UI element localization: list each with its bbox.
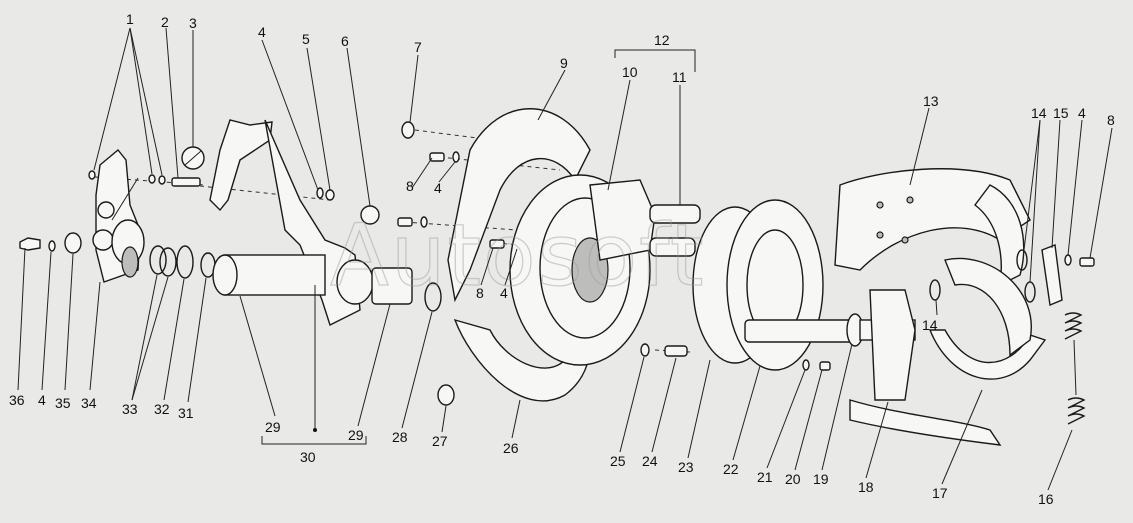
anchor-plate-10 — [509, 174, 656, 366]
label-28: 28 — [392, 429, 408, 445]
label-8: 8 — [1107, 112, 1115, 128]
label-24: 24 — [642, 453, 658, 469]
callout-labels: 1 2 3 4 5 6 7 8 4 8 4 9 10 11 12 13 14 1… — [9, 11, 1115, 507]
label-29: 29 — [265, 419, 281, 435]
label-12: 12 — [654, 32, 670, 48]
nut-4-top — [316, 187, 324, 199]
nut-5 — [325, 189, 335, 201]
label-27: 27 — [432, 433, 448, 449]
ring-32 — [176, 245, 194, 279]
bolt-8d — [1079, 257, 1095, 267]
label-11: 11 — [672, 69, 687, 85]
washer-25 — [640, 343, 650, 357]
bracket-30 — [209, 119, 361, 432]
washer-35 — [64, 232, 82, 254]
label-16: 16 — [1038, 491, 1054, 507]
nut-4d — [1064, 254, 1072, 266]
ring-14b — [1024, 281, 1036, 303]
dust-shield-26 — [453, 318, 591, 402]
label-8: 8 — [476, 285, 484, 301]
bolt-36 — [19, 237, 41, 251]
label-3: 3 — [189, 15, 197, 31]
label-36: 36 — [9, 392, 25, 408]
label-23: 23 — [678, 459, 694, 475]
label-20: 20 — [785, 471, 801, 487]
label-7: 7 — [414, 39, 422, 55]
label-4: 4 — [500, 285, 508, 301]
bolt-8c — [489, 239, 505, 249]
label-10: 10 — [622, 64, 638, 80]
label-14: 14 — [1031, 105, 1047, 121]
label-34: 34 — [81, 395, 97, 411]
fasteners-1 — [88, 170, 166, 185]
disc-22 — [726, 199, 824, 371]
leader-lines — [17, 27, 1113, 491]
label-1: 1 — [126, 11, 134, 27]
watermark: Autosoft — [330, 206, 706, 306]
label-8: 8 — [406, 178, 414, 194]
parts — [19, 108, 1095, 446]
link-15 — [1041, 244, 1063, 306]
label-22: 22 — [723, 461, 739, 477]
label-33: 33 — [122, 401, 138, 417]
label-29: 29 — [348, 427, 364, 443]
ring-28 — [424, 282, 442, 312]
spring-16 — [1064, 312, 1086, 425]
brake-shoe-17 — [928, 257, 1047, 380]
ring-33b — [159, 247, 177, 277]
label-30: 30 — [300, 449, 316, 465]
ring-14c — [929, 279, 941, 301]
bolt-8b — [397, 217, 413, 227]
label-4: 4 — [258, 24, 266, 40]
pin-11b — [649, 237, 696, 257]
bushing-29b — [371, 267, 413, 305]
label-6: 6 — [341, 33, 349, 49]
screw-20 — [819, 361, 831, 371]
ring-14a — [1016, 249, 1028, 271]
bolt-24 — [664, 345, 688, 357]
label-5: 5 — [302, 31, 310, 47]
label-25: 25 — [610, 453, 626, 469]
label-35: 35 — [55, 395, 71, 411]
brake-shoe-13 — [834, 168, 1031, 287]
label-4: 4 — [38, 392, 46, 408]
label-4: 4 — [434, 180, 442, 196]
label-13: 13 — [923, 93, 939, 109]
nut-21 — [802, 359, 810, 371]
label-32: 32 — [154, 401, 170, 417]
screw-2 — [171, 177, 201, 187]
nut-4c — [420, 216, 428, 228]
plug-27 — [437, 384, 455, 406]
label-26: 26 — [503, 440, 519, 456]
nut-4-left — [48, 240, 56, 252]
label-21: 21 — [757, 469, 773, 485]
label-2: 2 — [161, 14, 169, 30]
label-9: 9 — [560, 55, 568, 71]
brake-shoe-18 — [849, 289, 1002, 446]
ring-33a — [149, 245, 167, 275]
label-17: 17 — [932, 485, 948, 501]
label-18: 18 — [858, 479, 874, 495]
pin-11a — [649, 204, 701, 224]
nut-4b — [452, 151, 460, 163]
label-19: 19 — [813, 471, 829, 487]
label-4: 4 — [1078, 105, 1086, 121]
label-15: 15 — [1053, 105, 1069, 121]
label-14: 14 — [922, 317, 938, 333]
cap-7 — [401, 121, 415, 139]
slack-adjuster-34 — [92, 149, 145, 283]
label-31: 31 — [178, 405, 194, 421]
bolt-8a — [429, 152, 445, 162]
